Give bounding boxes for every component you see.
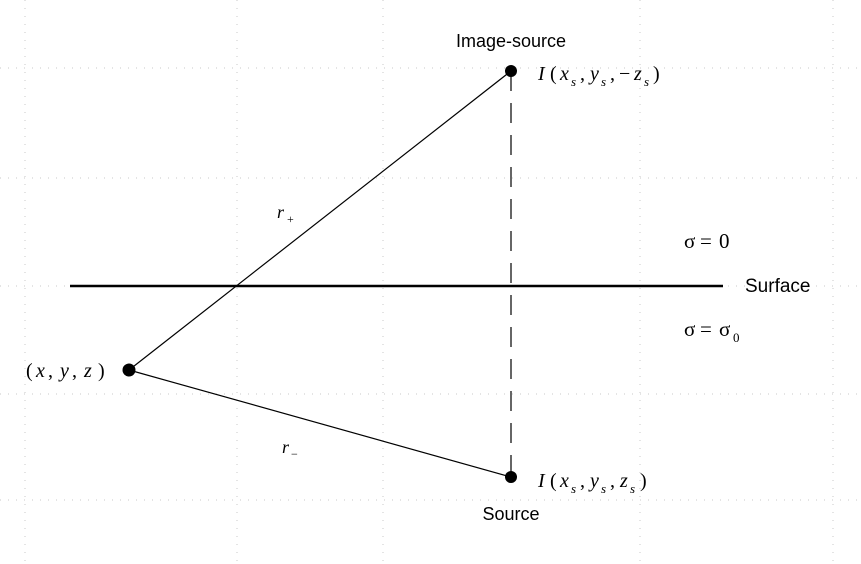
source-point bbox=[505, 471, 517, 483]
math-r: r bbox=[277, 202, 285, 222]
math-comma: , bbox=[580, 470, 585, 492]
image-source-coordinates: I ( x s , y s , − z s ) bbox=[537, 63, 660, 89]
math-sigma: σ bbox=[719, 317, 730, 341]
image-source-point bbox=[505, 65, 517, 77]
math-comma: , bbox=[610, 63, 615, 85]
math-comma: , bbox=[48, 360, 53, 382]
math-comma: , bbox=[580, 63, 585, 85]
math-minus: − bbox=[291, 447, 298, 461]
math-r: r bbox=[282, 437, 290, 457]
math-plus: + bbox=[287, 212, 294, 226]
math-z: z bbox=[633, 63, 642, 85]
r-minus-label: r − bbox=[282, 437, 298, 461]
math-subscript-s: s bbox=[630, 481, 635, 496]
sigma-zero-label: σ = 0 bbox=[684, 229, 730, 253]
math-y: y bbox=[58, 360, 69, 382]
math-sigma: σ bbox=[684, 317, 695, 341]
math-open-paren: ( bbox=[550, 63, 557, 85]
math-open-paren: ( bbox=[550, 470, 557, 492]
math-open-paren: ( bbox=[26, 360, 33, 382]
math-subscript-zero: 0 bbox=[733, 330, 740, 345]
math-x: x bbox=[559, 63, 569, 85]
math-z: z bbox=[619, 470, 628, 492]
math-x: x bbox=[559, 470, 569, 492]
math-subscript-s: s bbox=[571, 74, 576, 89]
sigma-sigma0-label: σ = σ 0 bbox=[684, 317, 740, 345]
math-subscript-s: s bbox=[571, 481, 576, 496]
math-equals: = bbox=[700, 317, 712, 341]
source-coordinates: I ( x s , y s , z s ) bbox=[537, 470, 647, 496]
source-title: Source bbox=[482, 504, 539, 524]
math-minus: − bbox=[619, 63, 630, 85]
math-subscript-s: s bbox=[644, 74, 649, 89]
math-subscript-s: s bbox=[601, 74, 606, 89]
math-I: I bbox=[537, 63, 546, 85]
r-plus-label: r + bbox=[277, 202, 294, 226]
surface-label: Surface bbox=[745, 276, 810, 297]
math-x: x bbox=[35, 360, 45, 382]
observation-point bbox=[122, 363, 136, 377]
math-subscript-s: s bbox=[601, 481, 606, 496]
math-I: I bbox=[537, 470, 546, 492]
math-z: z bbox=[83, 360, 92, 382]
math-equals: = bbox=[700, 229, 712, 253]
math-close-paren: ) bbox=[640, 470, 647, 492]
math-y: y bbox=[588, 470, 599, 492]
math-close-paren: ) bbox=[98, 360, 105, 382]
math-y: y bbox=[588, 63, 599, 85]
r-minus-line bbox=[128, 369, 512, 478]
math-comma: , bbox=[610, 470, 615, 492]
r-plus-line bbox=[128, 70, 512, 371]
math-comma: , bbox=[72, 360, 77, 382]
observation-point-coordinates: ( x , y , z ) bbox=[26, 360, 105, 382]
image-source-title: Image-source bbox=[456, 31, 566, 51]
math-zero: 0 bbox=[719, 229, 730, 253]
math-close-paren: ) bbox=[653, 63, 660, 85]
math-sigma: σ bbox=[684, 229, 695, 253]
